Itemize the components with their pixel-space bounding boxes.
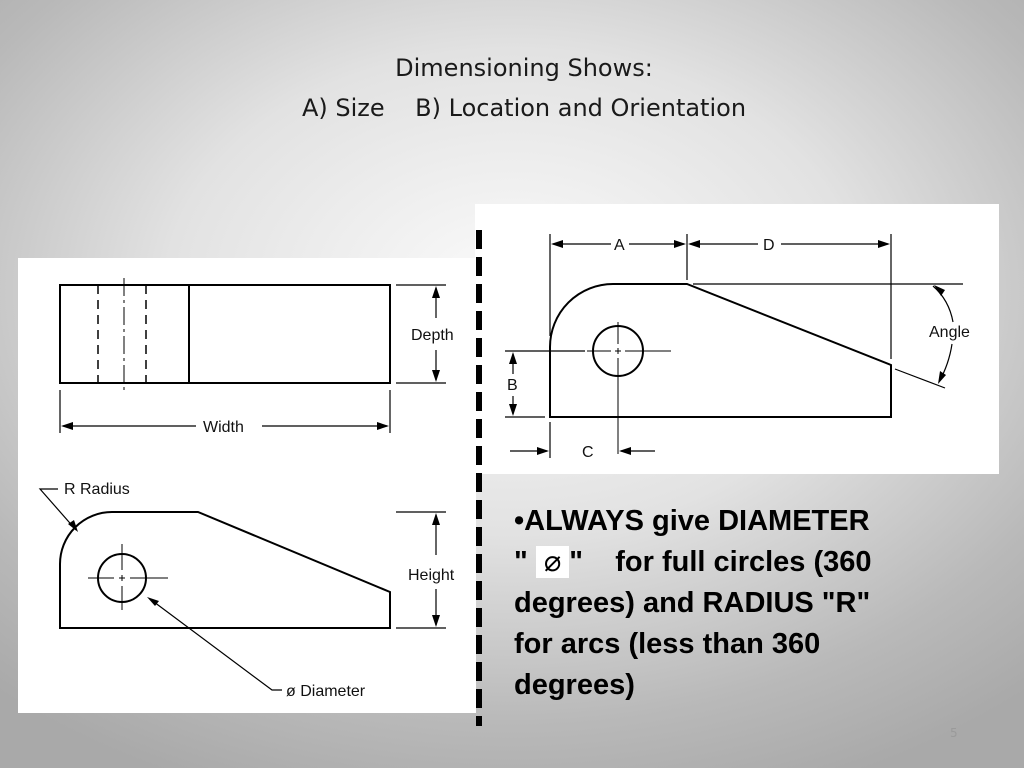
part-outline	[549, 283, 892, 418]
title-line-2: A) Size B) Location and Orientation	[301, 94, 747, 122]
top-view-outline	[59, 284, 391, 384]
hidden-hole-lines	[97, 285, 147, 383]
diameter-symbol-icon: ⌀	[535, 546, 570, 578]
location-dimension-diagram: A D Angle B C	[505, 234, 970, 461]
slide-number: 5	[950, 726, 958, 740]
radius-label: R Radius	[64, 481, 130, 498]
note-line-2: " ⌀" for full circles (360	[514, 542, 954, 583]
size-dimension-diagram: Depth Width R Radius Height ø Diameter	[38, 278, 455, 700]
front-view-outline	[59, 511, 391, 629]
angle-dimension	[693, 283, 963, 389]
slide-title: Dimensioning Shows: A) Size B) Location …	[0, 48, 1024, 128]
arrowheads	[61, 286, 440, 627]
location-dimension-panel: A D Angle B C	[475, 204, 999, 474]
arrowheads	[509, 240, 946, 455]
title-line-1: Dimensioning Shows:	[395, 54, 653, 82]
d-label: D	[763, 237, 775, 254]
radius-leader	[38, 488, 77, 531]
diameter-label: ø Diameter	[286, 683, 366, 700]
b-label: B	[507, 377, 518, 394]
height-label: Height	[408, 567, 455, 584]
width-label: Width	[203, 419, 244, 436]
c-label: C	[582, 444, 594, 461]
width-dimension	[59, 390, 391, 433]
hole-centerlines	[88, 544, 168, 610]
note-line-1: •ALWAYS give DIAMETER	[514, 505, 870, 537]
quote-close: "	[569, 546, 584, 578]
quote-open: "	[514, 546, 528, 578]
depth-label: Depth	[411, 327, 454, 344]
note-line-3: degrees) and RADIUS "R"	[514, 587, 871, 619]
diameter-radius-note: •ALWAYS give DIAMETER " ⌀" for full circ…	[514, 501, 954, 706]
diameter-leader	[149, 598, 282, 691]
note-line-2-text: for full circles (360	[583, 546, 872, 578]
a-label: A	[614, 237, 625, 254]
note-line-4: for arcs (less than 360	[514, 628, 821, 660]
note-line-5: degrees)	[514, 669, 635, 701]
dashed-divider	[476, 230, 482, 726]
angle-label: Angle	[929, 324, 970, 341]
hole-centerlines	[587, 322, 671, 454]
size-dimension-panel: Depth Width R Radius Height ø Diameter	[18, 258, 476, 713]
